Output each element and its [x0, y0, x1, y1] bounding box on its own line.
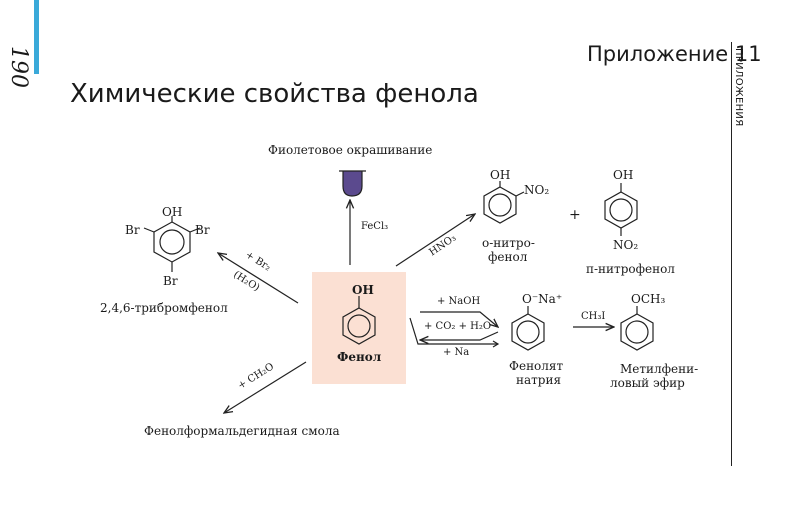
tribromophenol-label: 2,4,6-трибромфенол: [100, 301, 228, 315]
na-reagent: + Na: [443, 347, 470, 358]
accent-bar: [34, 0, 39, 34]
phenolate-group: O⁻Na⁺: [522, 292, 563, 306]
appendix-label: Приложение 11: [587, 42, 762, 66]
phenol-label: Фенол: [337, 350, 382, 364]
tribromophenol-oh: OH: [162, 205, 183, 219]
arrow-na: [409, 317, 498, 345]
phenol-ring: [342, 296, 376, 345]
accent-bar-lower: [34, 34, 39, 74]
arrow-bromination: [218, 253, 299, 304]
naoh-reagent: + NaOH: [437, 296, 481, 307]
sodium-phenolate-ring: [511, 306, 545, 351]
page-title: Химические свойства фенола: [70, 79, 479, 109]
page-margin-rule: [731, 42, 732, 466]
phenolate-label-2: натрия: [516, 373, 562, 387]
phenol-highlight-box: [312, 272, 406, 384]
resin-label: Фенолформальдегидная смола: [144, 424, 340, 438]
ether-label-2: ловый эфир: [610, 376, 685, 390]
arrow-resin: [224, 361, 307, 413]
phenol-oh: OH: [352, 283, 374, 297]
fecl3-reagent: FeCl₃: [361, 221, 389, 232]
arrow-co2-back: [420, 331, 499, 340]
p-nitrophenol-label: п-нитрофенол: [586, 262, 675, 276]
phenolate-label-1: Фенолят: [509, 359, 564, 373]
plus-sign: +: [569, 207, 581, 223]
br-left: Br: [125, 223, 140, 237]
br-bottom: Br: [163, 274, 178, 288]
ch3i-reagent: CH₃I: [581, 311, 606, 322]
arrow-naoh: [420, 311, 498, 327]
side-section-label: ПРИЛОЖЕНИЯ: [733, 48, 744, 127]
o-nitrophenol-ring: [483, 181, 525, 224]
p-nitrophenol-no2: NO₂: [613, 238, 639, 252]
methyl-phenyl-ether-ring: [620, 306, 654, 351]
br-right: Br: [195, 223, 210, 237]
o-nitrophenol-label-2: фенол: [488, 250, 528, 264]
p-nitrophenol-oh: OH: [613, 168, 634, 182]
arrow-nitration: [395, 214, 475, 267]
violet-color-result: Фиолетовое окрашивание: [268, 143, 433, 157]
o-nitrophenol-oh: OH: [490, 168, 511, 182]
ether-label-1: Метилфени-: [620, 362, 699, 376]
ether-group: OCH₃: [631, 292, 666, 306]
tribromophenol-ring: [143, 216, 201, 272]
co2-reagent: + CO₂ + H₂O: [424, 321, 492, 332]
p-nitrophenol-ring: [604, 183, 638, 236]
o-nitrophenol-label-1: о-нитро-: [482, 236, 535, 250]
o-nitrophenol-no2: NO₂: [524, 183, 550, 197]
test-tube-icon: [339, 170, 366, 197]
